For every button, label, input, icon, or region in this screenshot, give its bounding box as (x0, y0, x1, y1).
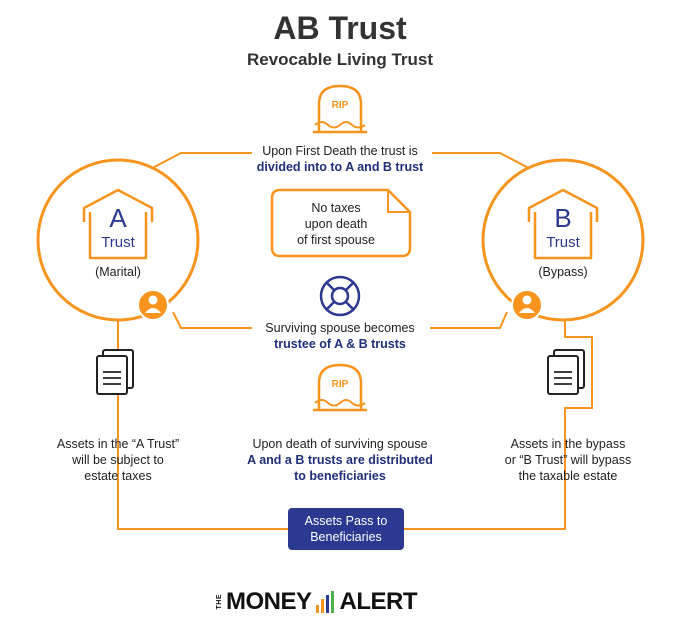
second-death-line1: Upon death of surviving spouse (252, 437, 428, 451)
logo-money: MONEY (226, 588, 312, 615)
document-b-icon (547, 349, 585, 395)
note-fold (387, 190, 410, 213)
right-line3: the taxable estate (518, 469, 618, 483)
trust-a-letter: A (109, 203, 127, 233)
trust-b-word: Trust (546, 234, 580, 251)
connector-b-bottom (404, 320, 593, 530)
left-line2: will be subject to (72, 453, 164, 467)
trust-a-word: Trust (101, 234, 135, 251)
connector-b-mid (430, 311, 508, 329)
money-alert-logo: THE MONEY ALERT (216, 588, 476, 616)
tombstone-2-label: RIP (331, 379, 349, 390)
trust-b-letter: B (554, 203, 572, 233)
trust-b-circle (481, 158, 645, 322)
page-title: AB Trust (273, 10, 407, 46)
first-death-line2: divided into to A and B trust (256, 160, 424, 174)
left-line3: estate taxes (84, 469, 152, 483)
second-death-line2: A and a B trusts are distributed (247, 453, 433, 467)
tombstone-2-icon (313, 363, 367, 412)
left-line1: Assets in the “A Trust” (56, 437, 180, 451)
first-death-text: Upon First Death the trust is divided in… (230, 143, 450, 175)
surviving-text: Surviving spouse becomes trustee of A & … (230, 320, 450, 352)
pass-line1: Assets Pass to (304, 514, 388, 528)
surviving-line1: Surviving spouse becomes (265, 321, 415, 335)
person-a-icon (137, 289, 169, 321)
pass-line2: Beneficiaries (310, 530, 382, 544)
note-shape (270, 188, 412, 258)
right-line2: or “B Trust” will bypass (504, 453, 632, 467)
trust-a-description: Assets in the “A Trust” will be subject … (30, 436, 206, 484)
life-ring-icon (319, 275, 361, 317)
tombstone-label: RIP (331, 100, 349, 111)
trust-a-circle (36, 158, 200, 322)
surviving-line2: trustee of A & B trusts (274, 337, 406, 351)
connector-a-mid (172, 311, 252, 329)
note-text: No taxes upon death of first spouse (280, 200, 392, 248)
page-subtitle: Revocable Living Trust (246, 50, 434, 69)
tombstone-icon (313, 84, 367, 134)
house-b-icon (527, 188, 599, 260)
logo-the: THE (216, 594, 223, 610)
assets-pass-box: Assets Pass to Beneficiaries (288, 508, 404, 550)
logo-bars-icon (315, 591, 334, 613)
trust-a-caption: (Marital) (95, 265, 141, 279)
right-line1: Assets in the bypass (510, 437, 626, 451)
person-b-icon (511, 289, 543, 321)
second-death-line3: to beneficiaries (294, 469, 386, 483)
first-death-line1: Upon First Death the trust is (262, 144, 418, 158)
note-line2: upon death (304, 217, 368, 231)
house-a-icon (82, 188, 154, 260)
trust-b-description: Assets in the bypass or “B Trust” will b… (478, 436, 658, 484)
logo-alert: ALERT (339, 588, 418, 615)
trust-b-caption: (Bypass) (538, 265, 588, 279)
document-a-icon (96, 349, 134, 395)
note-line3: of first spouse (297, 233, 375, 247)
second-death-text: Upon death of surviving spouse A and a B… (220, 436, 460, 484)
note-line1: No taxes (311, 201, 361, 215)
